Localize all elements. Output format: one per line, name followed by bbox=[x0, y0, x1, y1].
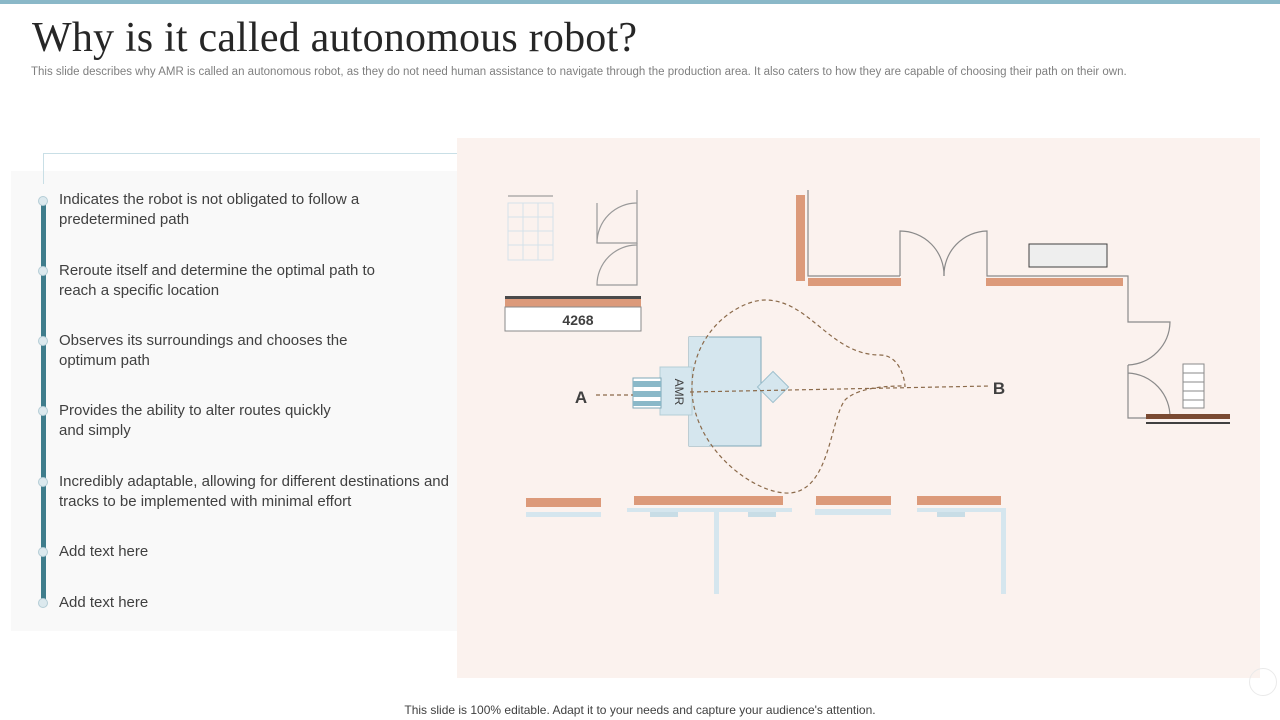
point-a-label: A bbox=[575, 388, 587, 407]
slide-subtitle: This slide describes why AMR is called a… bbox=[31, 66, 1127, 78]
timeline-dot bbox=[38, 266, 48, 276]
point-text: Add text here bbox=[59, 594, 149, 611]
robot-label: AMR bbox=[672, 379, 686, 406]
point-b-label: B bbox=[993, 379, 1005, 398]
top-wall bbox=[796, 190, 1171, 419]
bottom-tables bbox=[526, 496, 1006, 594]
timeline-line bbox=[41, 201, 46, 605]
counter-desk bbox=[504, 296, 642, 332]
robot-paths bbox=[596, 299, 991, 494]
right-shelf bbox=[1146, 363, 1230, 424]
timeline-connector bbox=[43, 153, 459, 184]
grid-window bbox=[507, 195, 554, 261]
timeline-dot bbox=[38, 547, 48, 557]
slide-footer: This slide is 100% editable. Adapt it to… bbox=[404, 703, 876, 717]
point-text: Incredibly adaptable, allowing for diffe… bbox=[59, 473, 449, 510]
points-panel bbox=[11, 171, 473, 631]
timeline-dot bbox=[38, 406, 48, 416]
counter-value: 4268 bbox=[562, 312, 593, 328]
point-text: Provides the ability to alter routes qui… bbox=[59, 402, 331, 439]
timeline-dot bbox=[38, 598, 48, 608]
timeline-dot bbox=[38, 336, 48, 346]
floor-plan-panel bbox=[457, 138, 1260, 678]
slide-title: Why is it called autonomous robot? bbox=[32, 15, 638, 61]
top-accent-bar bbox=[0, 0, 1280, 4]
point-text: Add text here bbox=[59, 543, 149, 560]
door-left bbox=[596, 190, 638, 286]
amr-robot bbox=[632, 336, 790, 447]
point-text: Indicates the robot is not obligated to … bbox=[59, 191, 360, 228]
timeline-dot bbox=[38, 477, 48, 487]
point-text: Observes its surroundings and chooses th… bbox=[59, 332, 348, 369]
corner-decoration bbox=[1249, 668, 1277, 696]
point-text: Reroute itself and determine the optimal… bbox=[59, 262, 376, 299]
timeline-dot bbox=[38, 196, 48, 206]
